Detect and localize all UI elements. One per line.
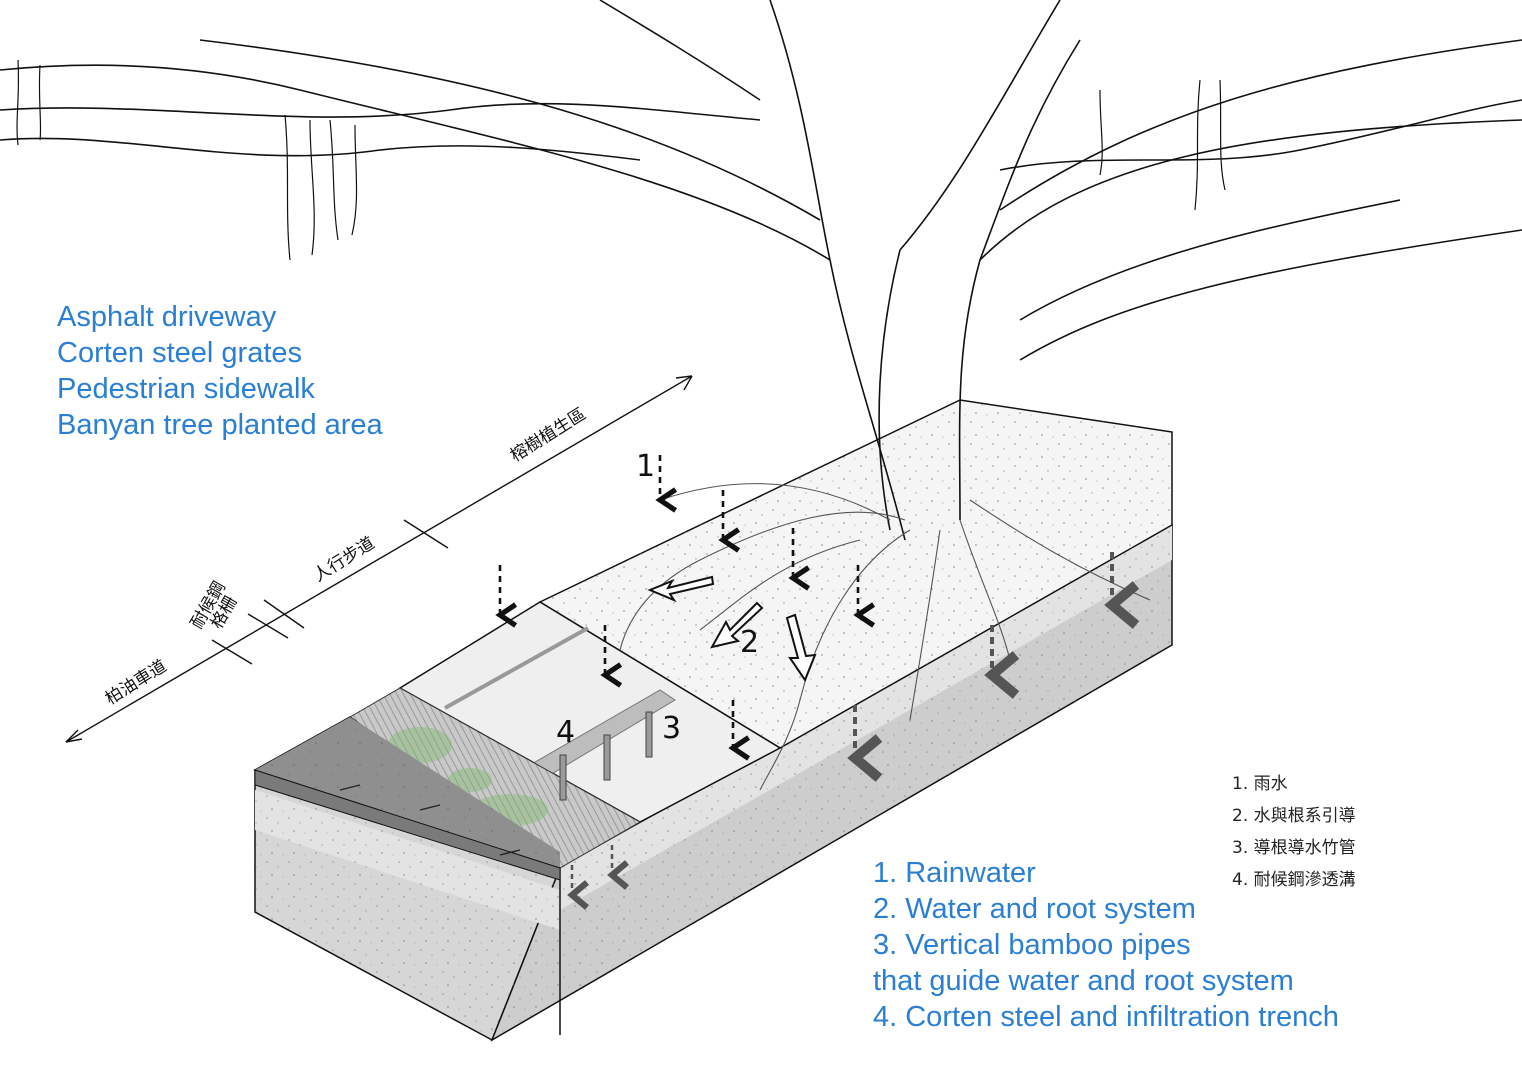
- callout-1: 1: [636, 449, 655, 484]
- asphalt-edge: [254, 769, 561, 881]
- guide-arrows: [647, 575, 817, 683]
- infiltration-arrows: [567, 552, 1140, 910]
- legend-en-item: 3. Vertical bamboo pipes: [873, 929, 1191, 961]
- callout-3: 3: [662, 711, 681, 746]
- zone-label: Corten steel grates: [57, 337, 303, 369]
- dim-label-banyan: 榕樹植生區: [507, 404, 590, 466]
- asphalt-slab: [255, 717, 560, 868]
- callout-2: 2: [740, 625, 759, 660]
- bamboo-pipe: [603, 734, 611, 781]
- legend-en-item: 1. Rainwater: [873, 857, 1036, 889]
- legend-zh-item: 4. 耐候鋼滲透溝: [1232, 870, 1356, 890]
- zone-label: Pedestrian sidewalk: [57, 373, 315, 405]
- zone-label: Asphalt driveway: [57, 301, 277, 333]
- zone-label: Banyan tree planted area: [57, 409, 383, 441]
- slope-ticks: [339, 784, 521, 856]
- legend-en-item: 4. Corten steel and infiltration trench: [873, 1001, 1339, 1033]
- zone-labels-en: Asphalt driveway Corten steel grates Ped…: [57, 299, 383, 443]
- legend-zh-item: 3. 導根導水竹管: [1232, 838, 1356, 858]
- legend-zh-item: 1. 雨水: [1232, 774, 1288, 794]
- guide-arrow-downleft: [710, 601, 764, 649]
- bamboo-pipes: [559, 711, 653, 801]
- bamboo-pipe: [645, 711, 653, 758]
- trunk-left: [769, 0, 906, 541]
- guide-arrow-down: [785, 613, 817, 683]
- top-surface: [253, 399, 1173, 881]
- guide-arrow-left: [647, 575, 715, 603]
- dim-label-sidewalk: 人行步道: [310, 533, 378, 586]
- callout-4: 4: [556, 715, 575, 750]
- legend-en-item: that guide water and root system: [873, 965, 1294, 997]
- bamboo-pipe: [559, 754, 567, 801]
- legend-zh-item: 2. 水與根系引導: [1232, 806, 1356, 826]
- trunk-right: [958, 39, 1081, 521]
- legend-en-item: 2. Water and root system: [873, 893, 1196, 925]
- dimension-line: [65, 375, 693, 743]
- rain-arrows: [495, 455, 876, 761]
- legend-zh: 1. 雨水 2. 水與根系引導 3. 導根導水竹管 4. 耐候鋼滲透溝: [1232, 768, 1356, 896]
- legend-en: 1. Rainwater 2. Water and root system 3.…: [873, 855, 1339, 1035]
- banyan-tree: [0, 0, 1522, 791]
- aerial-roots: [16, 59, 1226, 261]
